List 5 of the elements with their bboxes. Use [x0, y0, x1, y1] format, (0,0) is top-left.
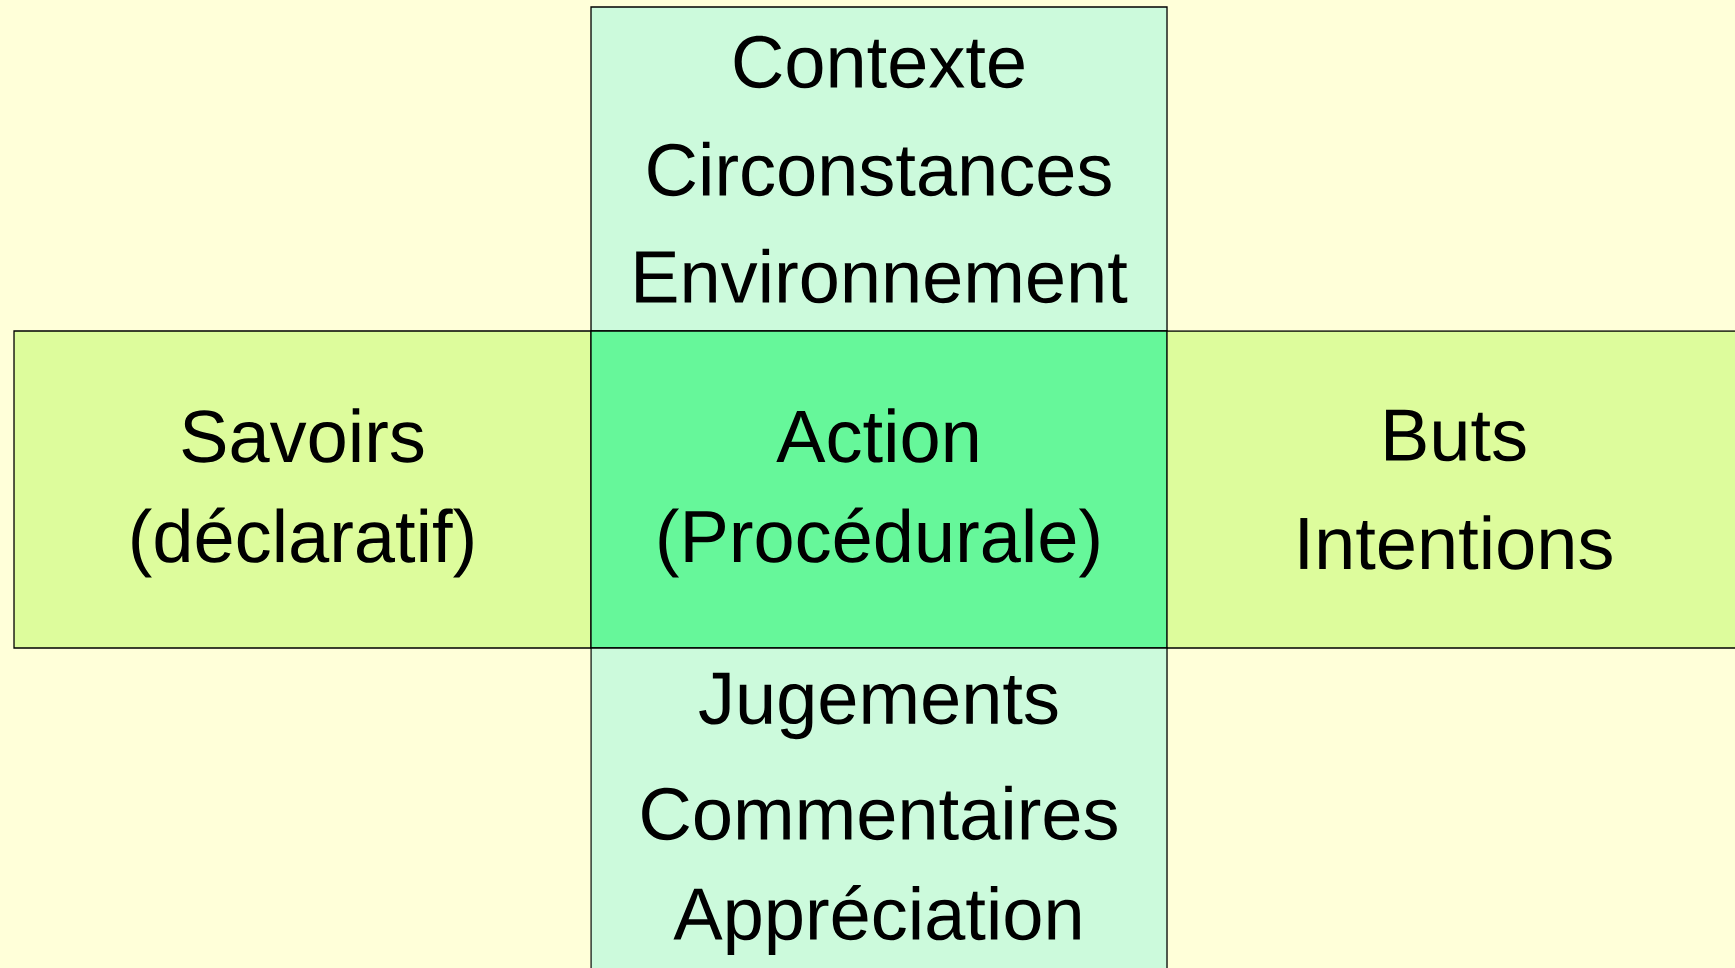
goals-box: Buts Intentions [1166, 330, 1735, 649]
context-box: Contexte Circonstances Environnement [590, 6, 1168, 332]
judgement-box: Jugements Commentaires Appréciation [590, 647, 1168, 968]
action-box: Action (Procédurale) [590, 330, 1168, 649]
knowledge-box: Savoirs (déclaratif) [13, 330, 592, 649]
